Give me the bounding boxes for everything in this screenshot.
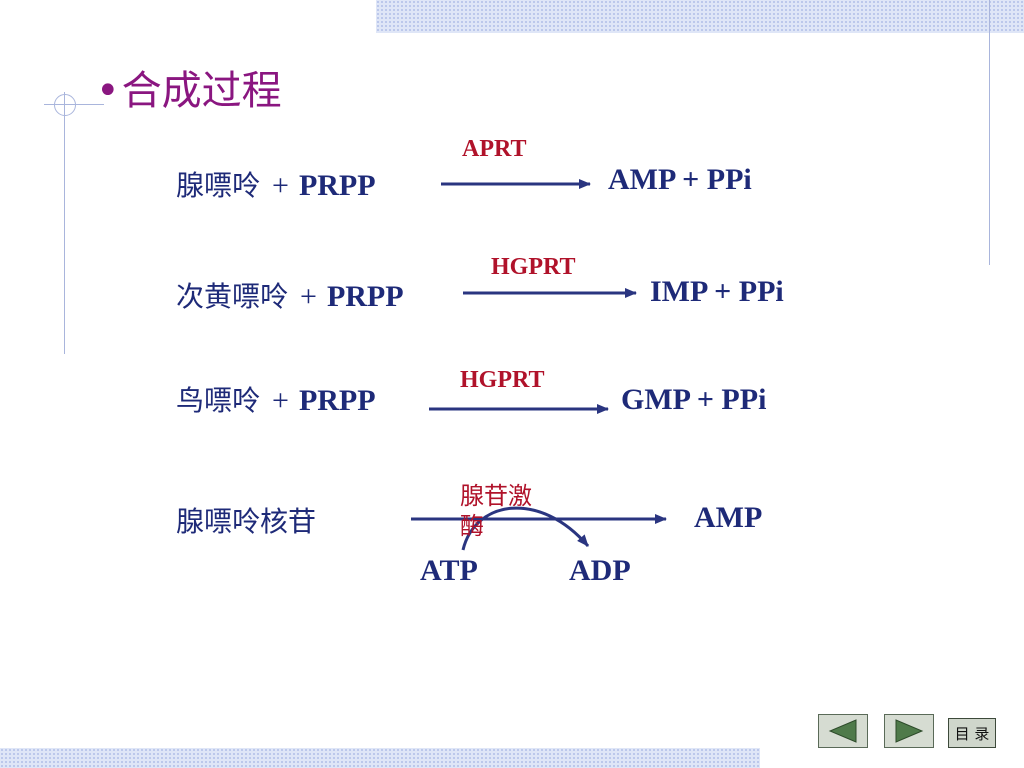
reaction-3-plus: + [272, 384, 289, 417]
top-dot-band [376, 0, 1024, 33]
reaction-3-substrate: 鸟嘌呤 [176, 384, 261, 417]
reaction-1-substrate: 腺嘌呤 [176, 169, 261, 202]
next-slide-button[interactable] [884, 714, 934, 748]
reaction-3-enzyme: HGPRT [460, 367, 545, 393]
reaction-1-plus: + [272, 169, 289, 202]
triangle-left-icon [828, 719, 857, 743]
left-rule-line [64, 92, 65, 354]
reaction-1-cosubstrate: PRPP [298, 169, 376, 202]
table-of-contents-label: 目 录 [954, 724, 990, 743]
right-rule-line [989, 0, 990, 265]
reaction-1-product: AMP + PPi [608, 163, 752, 196]
bottom-dot-band [0, 748, 760, 768]
reaction-1-enzyme: APRT [462, 136, 527, 162]
reaction-2-substrate: 次黄嘌呤 [176, 280, 289, 313]
title-text: 合成过程 [121, 68, 282, 114]
crosshair-circle-icon [54, 94, 76, 116]
title-bullet: • [96, 68, 120, 114]
reaction-2-left: 次黄嘌呤 + PRPP [176, 275, 404, 315]
slide-title: •合成过程 [96, 58, 282, 116]
reaction-1-left: 腺嘌呤 + PRPP [176, 164, 376, 204]
reaction-3-left: 鸟嘌呤 + PRPP [176, 379, 376, 419]
reaction-2-enzyme: HGPRT [491, 254, 576, 280]
reaction-4-left: 腺嘌呤核苷 [176, 500, 316, 540]
table-of-contents-button[interactable]: 目 录 [948, 718, 996, 748]
triangle-right-icon [895, 719, 924, 743]
reaction-4-enzyme: 腺苷激酶 [460, 482, 532, 540]
reaction-4-product: AMP [694, 501, 763, 534]
reaction-3-cosubstrate: PRPP [298, 384, 376, 417]
reaction-4-curved-arrow [461, 506, 590, 551]
previous-slide-button[interactable] [818, 714, 868, 748]
reaction-2-plus: + [300, 280, 317, 313]
reaction-4-output: ADP [569, 554, 631, 587]
reaction-4-input: ATP [420, 554, 478, 587]
reaction-2-cosubstrate: PRPP [326, 280, 404, 313]
reaction-2-product: IMP + PPi [650, 275, 784, 308]
reaction-4-substrate: 腺嘌呤核苷 [176, 505, 317, 538]
reaction-3-product: GMP + PPi [621, 383, 767, 416]
